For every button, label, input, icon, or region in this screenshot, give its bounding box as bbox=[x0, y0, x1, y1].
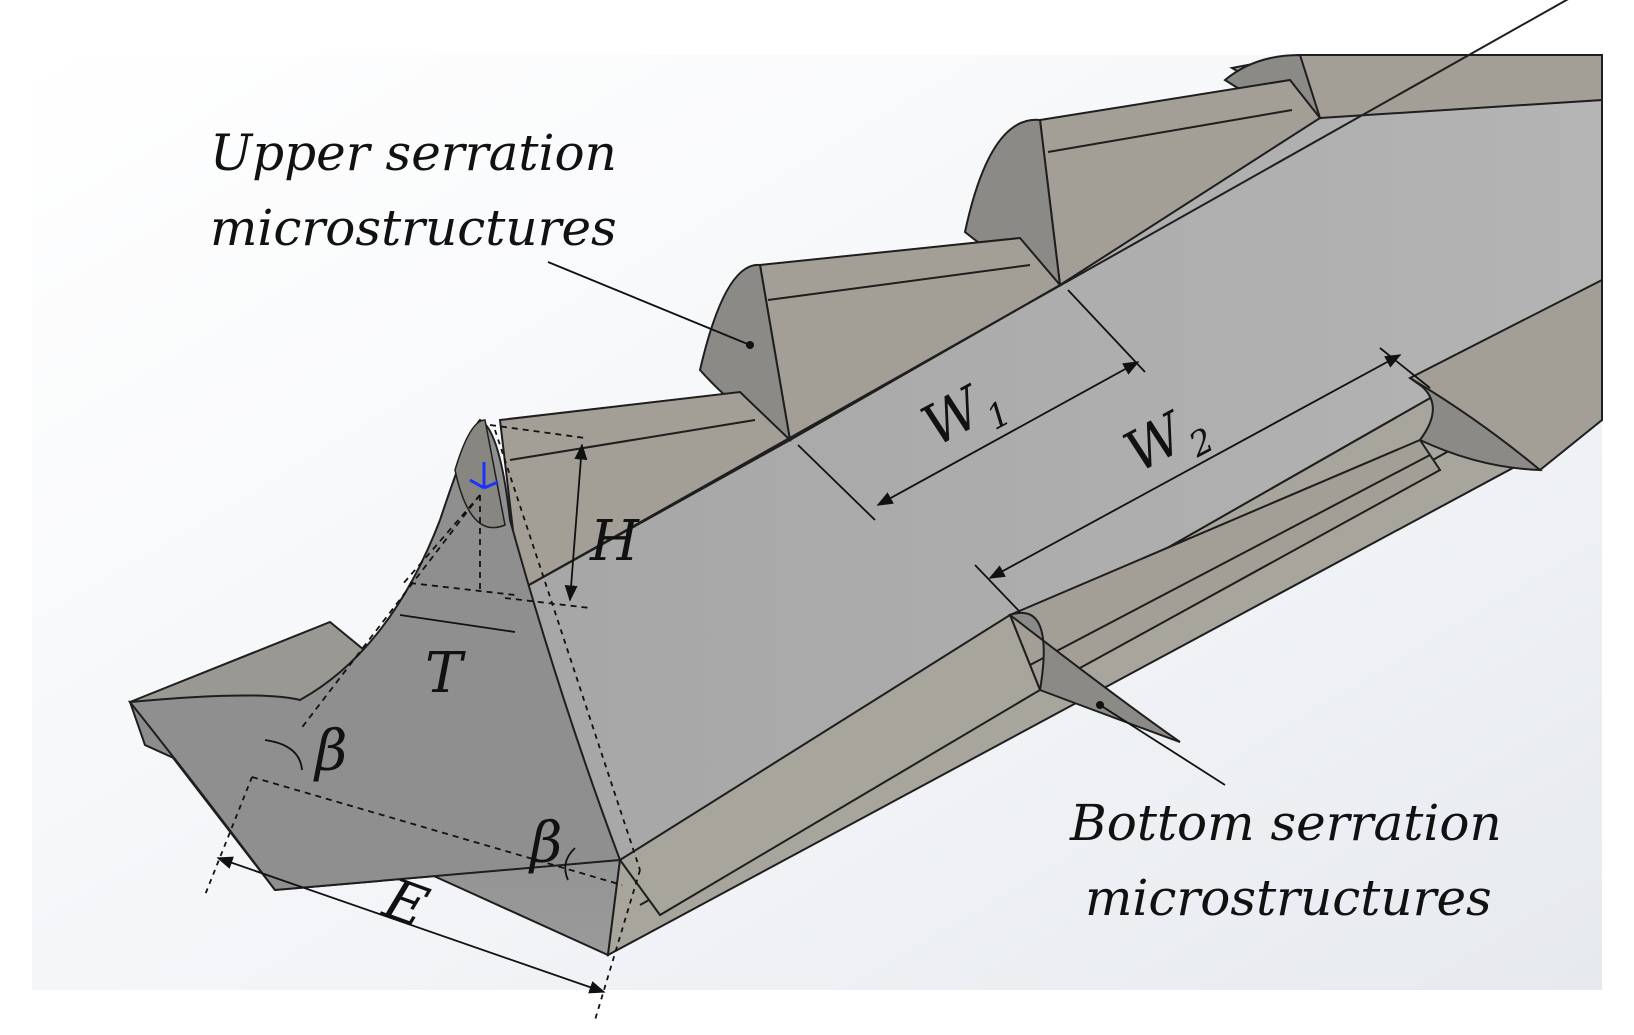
h-label: H bbox=[589, 509, 640, 574]
bottom-flange-face bbox=[618, 613, 1042, 917]
upper-label-line1: Upper serration bbox=[210, 124, 617, 182]
bottom-tooth-2 bbox=[1408, 278, 1603, 472]
bottom-label-line1: Bottom serration bbox=[1069, 794, 1502, 852]
t-label: T bbox=[425, 641, 466, 706]
upper-leader-dot bbox=[746, 341, 754, 349]
construction-lines bbox=[204, 261, 1431, 1021]
bottom-label-line2: microstructures bbox=[1085, 869, 1492, 927]
beta-left-label: β bbox=[313, 719, 347, 784]
upper-tooth-1-end bbox=[454, 419, 506, 529]
coordinate-axis-icon bbox=[469, 462, 499, 490]
beta-right-label: β bbox=[528, 811, 562, 876]
strip-top-back-edge bbox=[519, 0, 1569, 591]
upper-tooth-2 bbox=[698, 236, 1062, 442]
bottom-leader-dot bbox=[1096, 701, 1104, 709]
upper-label-line2: microstructures bbox=[210, 199, 617, 257]
